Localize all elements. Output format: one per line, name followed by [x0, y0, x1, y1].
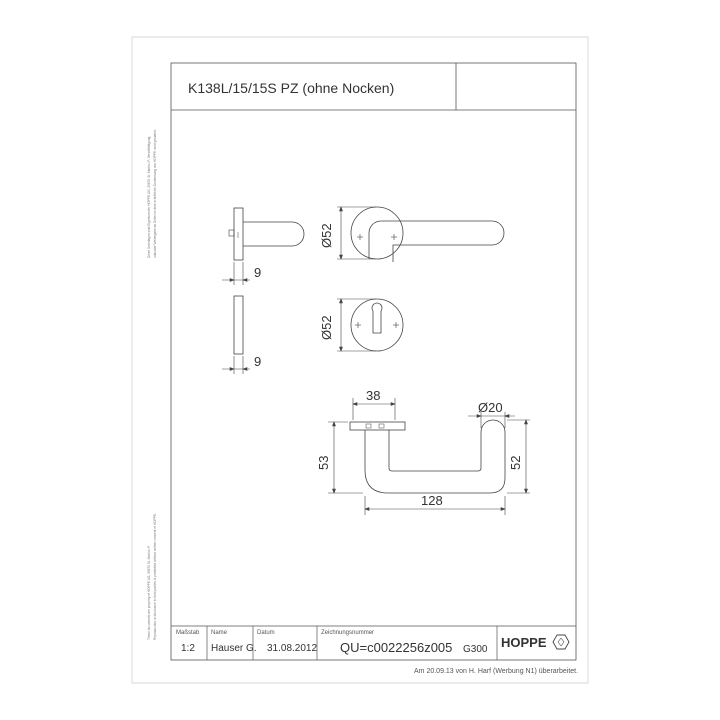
- dim-label-128: 128: [421, 493, 443, 508]
- dim-label-9-top: 9: [254, 265, 261, 280]
- dim-height-right: [507, 419, 530, 494]
- dim-height-left: [328, 421, 363, 494]
- rose-screw-marks-bottom: [355, 322, 399, 328]
- scale-label: Maßstab: [176, 630, 200, 636]
- side-note-german-1: Diese Unterlagen sind Eigentum der HOPPE…: [147, 136, 151, 258]
- name-value: Hauser G.: [211, 643, 257, 654]
- dim-label-d52-top: Ø52: [319, 223, 334, 248]
- dim-rose-diameter-top: [337, 206, 376, 260]
- revision-note: Am 20.09.13 von H. Harf (Werbung N1) übe…: [414, 668, 578, 675]
- side-note-german-2: und/oder Weitergabe an Dritte ist ohne s…: [153, 129, 157, 258]
- title-block: [171, 625, 576, 660]
- dim-rose-thickness-bottom: [222, 356, 250, 374]
- dim-label-38: 38: [366, 388, 380, 403]
- title-header: K138L/15/15S PZ (ohne Nocken): [171, 63, 576, 111]
- dim-lever-diameter: [468, 412, 515, 428]
- scale-value: 1:2: [181, 643, 195, 654]
- dim-label-9-bottom: 9: [254, 354, 261, 369]
- group-value: G300: [463, 644, 488, 655]
- date-value: 31.08.2012: [267, 643, 317, 654]
- date-label: Datum: [257, 630, 275, 636]
- drawing-title: K138L/15/15S PZ (ohne Nocken): [188, 80, 394, 96]
- dim-projection-width: [352, 398, 396, 420]
- side-note-english-1: These documents are property of HOPPE AG…: [147, 545, 151, 640]
- brand-logo-text: HOPPE: [501, 635, 547, 650]
- sheet-border: [131, 36, 589, 684]
- escutcheon-front-view: [350, 298, 404, 352]
- side-note-english-2: Reproduction or disclosure to third part…: [153, 513, 157, 640]
- rose-screw-marks-top: [357, 234, 397, 240]
- lever-front-view: [350, 206, 505, 262]
- dim-label-52: 52: [508, 456, 523, 470]
- dim-label-d20: Ø20: [478, 400, 503, 415]
- hoppe-logo-icon: [552, 634, 570, 650]
- drawing-frame: [170, 62, 577, 661]
- dim-lever-length: [364, 496, 506, 515]
- drawing-number-value: QU=c0022256z005: [340, 640, 452, 655]
- lever-top-view: [349, 419, 506, 494]
- dim-label-53: 53: [316, 456, 331, 470]
- name-label: Name: [211, 630, 228, 636]
- escutcheon-side-view: [233, 295, 244, 355]
- lever-side-view: [228, 207, 305, 261]
- dim-rose-diameter-bottom: [337, 298, 376, 352]
- dim-label-d52-bottom: Ø52: [319, 315, 334, 340]
- dim-rose-thickness-top: [222, 262, 250, 285]
- drawing-number-label: Zeichnungsnummer: [321, 630, 374, 636]
- side-notes: Diese Unterlagen sind Eigentum der HOPPE…: [147, 129, 157, 640]
